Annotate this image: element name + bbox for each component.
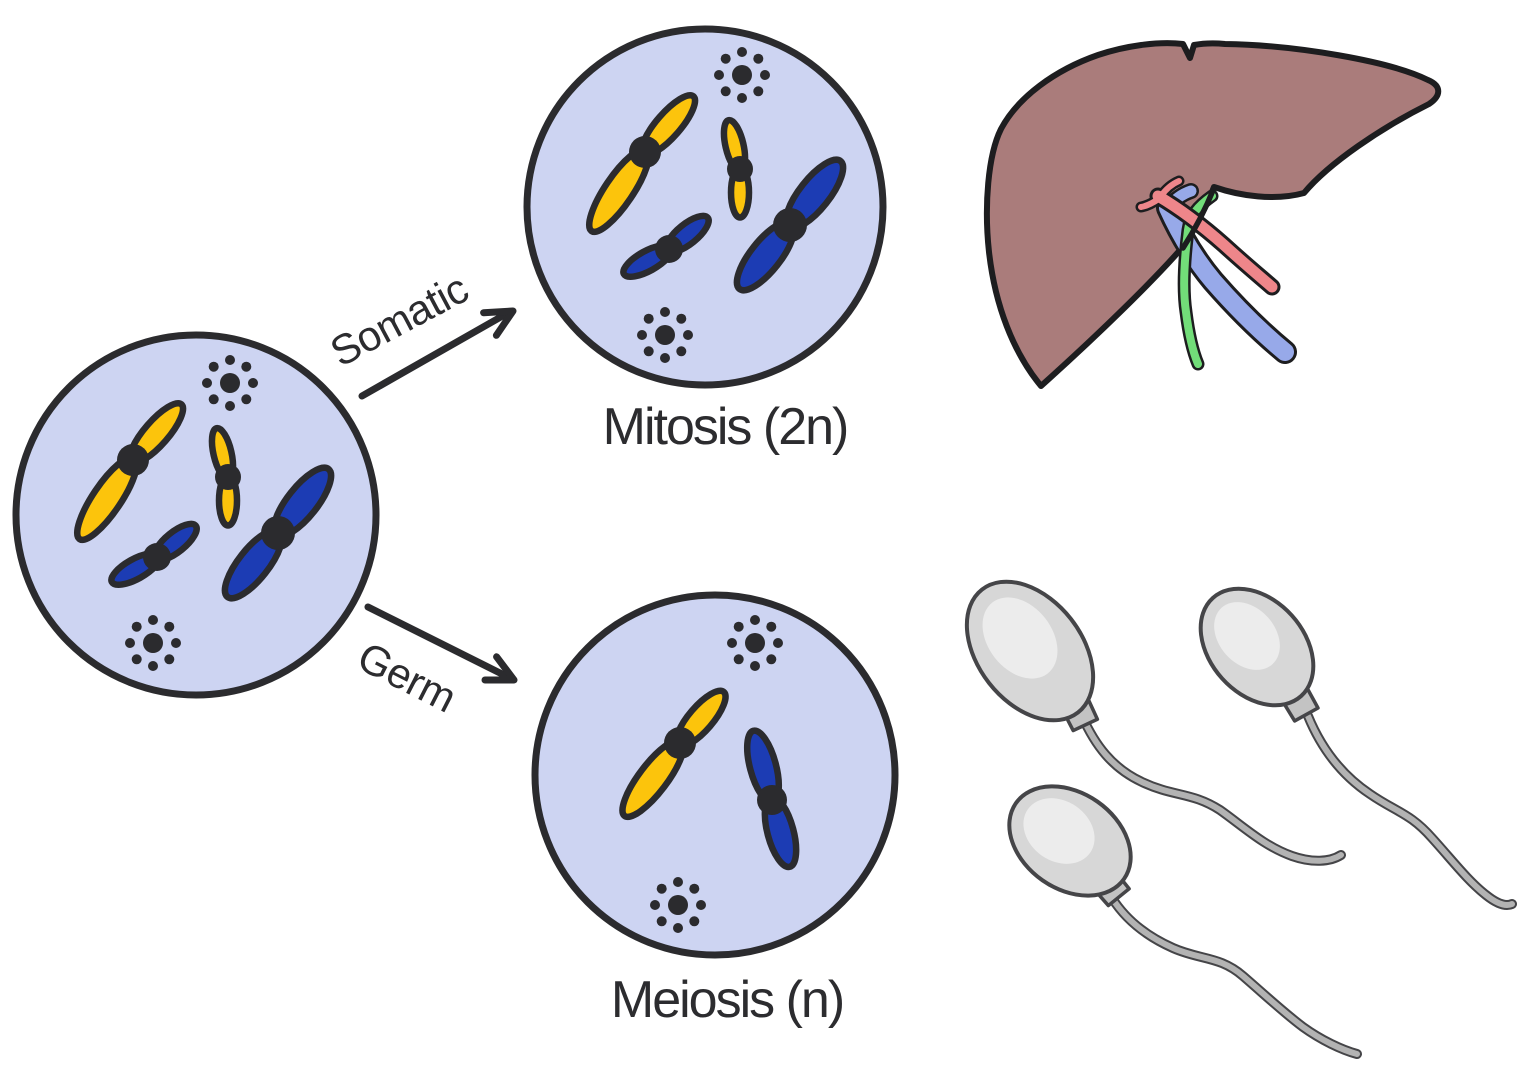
liver-porta-edge [1180,185,1217,251]
mitosis-cell-membrane [523,25,887,389]
meiosis-label: Meiosis (n) [611,971,843,1029]
centromere [664,727,696,759]
sperm-tail [1107,893,1362,1059]
centrosome-icon [650,877,706,933]
somatic-arrowhead [480,307,517,339]
germ-arrow [364,603,518,684]
sperm-head-highlight [982,597,1058,679]
meiosis-cell-membrane [531,591,899,959]
meiosis-cell [531,591,899,959]
parent-cell [12,331,380,699]
centromere [773,208,807,242]
somatic-arrow-line [358,310,510,400]
somatic-arrow [358,307,517,400]
centromere [655,235,683,263]
centrosome-icon [202,355,258,411]
liver-body [983,40,1442,389]
chromosome-small-yellow [720,116,753,221]
germ-arrow-line [364,603,512,681]
hepatic-artery [1135,175,1281,296]
chromosome-small-blue [620,212,712,280]
chromosome-small-blue [108,520,200,588]
chromosome-large-blue [743,727,800,871]
chromosome-small-yellow [208,424,241,529]
centromere [629,136,661,168]
chromosome-large-blue [733,156,847,294]
portal-vein [1156,183,1297,364]
parent-cell-membrane [12,331,380,699]
centrosome-icon [125,615,181,671]
chromosome-large-blue [221,464,335,602]
sperm-cell-1 [964,579,1346,866]
sperm-tail-fill [1109,895,1360,1057]
chromosome-large-yellow [585,92,699,236]
centrosome-icon [714,47,770,103]
centrosome-icon [637,307,693,363]
centromere [727,156,753,182]
chromosome-large-yellow [619,687,729,821]
sperm-cell-2 [1198,586,1517,910]
centromere [143,543,171,571]
centrosome-icon [727,615,783,671]
mitosis-cell [523,25,887,389]
liver-illustration [983,40,1442,389]
centromere [117,444,149,476]
mitosis-label: Mitosis (2n) [603,398,848,456]
germ-arrowhead [481,653,518,684]
centromere [757,785,787,815]
centromere [261,516,295,550]
sperm-head-highlight [1214,602,1280,670]
chromosome-large-yellow [73,400,187,544]
sperm-tail [1303,711,1517,910]
sperm-cell-3 [1007,784,1362,1059]
centromere [215,464,241,490]
sperm-tail-fill [1305,713,1515,908]
sperm-head-highlight [1023,798,1095,864]
sperm-tail-fill [1079,713,1344,864]
somatic-label: Somatic [323,264,476,375]
